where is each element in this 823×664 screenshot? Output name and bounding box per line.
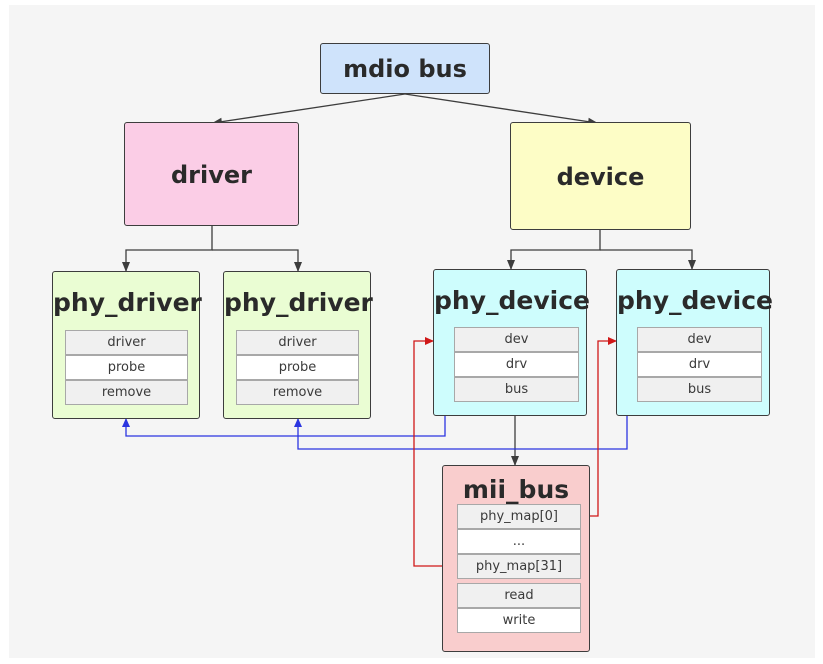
mii-bus-title: mii_bus xyxy=(462,475,570,504)
phy-driver-node-1: phy_driver driver probe remove xyxy=(52,271,202,419)
field-remove: remove xyxy=(65,380,188,405)
device-node: device xyxy=(510,122,691,230)
field-phy-map-31: phy_map[31] xyxy=(457,554,581,579)
mdio-bus-node: mdio bus xyxy=(320,43,490,94)
phy-device-title: phy_device xyxy=(617,286,773,315)
link-phy-map31-to-phy-device1 xyxy=(413,337,456,567)
arrow-driver-to-phy-drivers xyxy=(122,226,302,272)
arrow-mdio-to-driver xyxy=(212,93,406,126)
field-driver: driver xyxy=(236,330,359,355)
field-phy-map-ellipsis: ... xyxy=(457,529,581,554)
phy-driver-title: phy_driver xyxy=(53,288,202,317)
device-title: device xyxy=(556,163,645,191)
phy-device-node-1: phy_device dev drv bus xyxy=(433,269,590,416)
field-read: read xyxy=(457,583,581,608)
phy-driver-node-2: phy_driver driver probe remove xyxy=(223,271,373,419)
field-probe: probe xyxy=(236,355,359,380)
field-probe: probe xyxy=(65,355,188,380)
field-bus: bus xyxy=(637,377,762,402)
mdio-bus-title: mdio bus xyxy=(343,55,467,83)
arrow-mdio-to-device xyxy=(404,93,598,126)
mii-bus-node: mii_bus phy_map[0] ... phy_map[31] read … xyxy=(442,465,590,652)
field-driver: driver xyxy=(65,330,188,355)
field-remove: remove xyxy=(236,380,359,405)
arrow-device-to-phy-devices xyxy=(507,230,696,270)
field-bus: bus xyxy=(454,377,579,402)
driver-title: driver xyxy=(171,161,252,189)
field-write: write xyxy=(457,608,581,633)
field-dev: dev xyxy=(454,327,579,352)
field-phy-map-0: phy_map[0] xyxy=(457,504,581,529)
phy-device-title: phy_device xyxy=(434,286,590,315)
phy-driver-title: phy_driver xyxy=(224,288,373,317)
driver-node: driver xyxy=(124,122,299,226)
field-drv: drv xyxy=(637,352,762,377)
phy-device-node-2: phy_device dev drv bus xyxy=(616,269,773,416)
field-drv: drv xyxy=(454,352,579,377)
field-dev: dev xyxy=(637,327,762,352)
